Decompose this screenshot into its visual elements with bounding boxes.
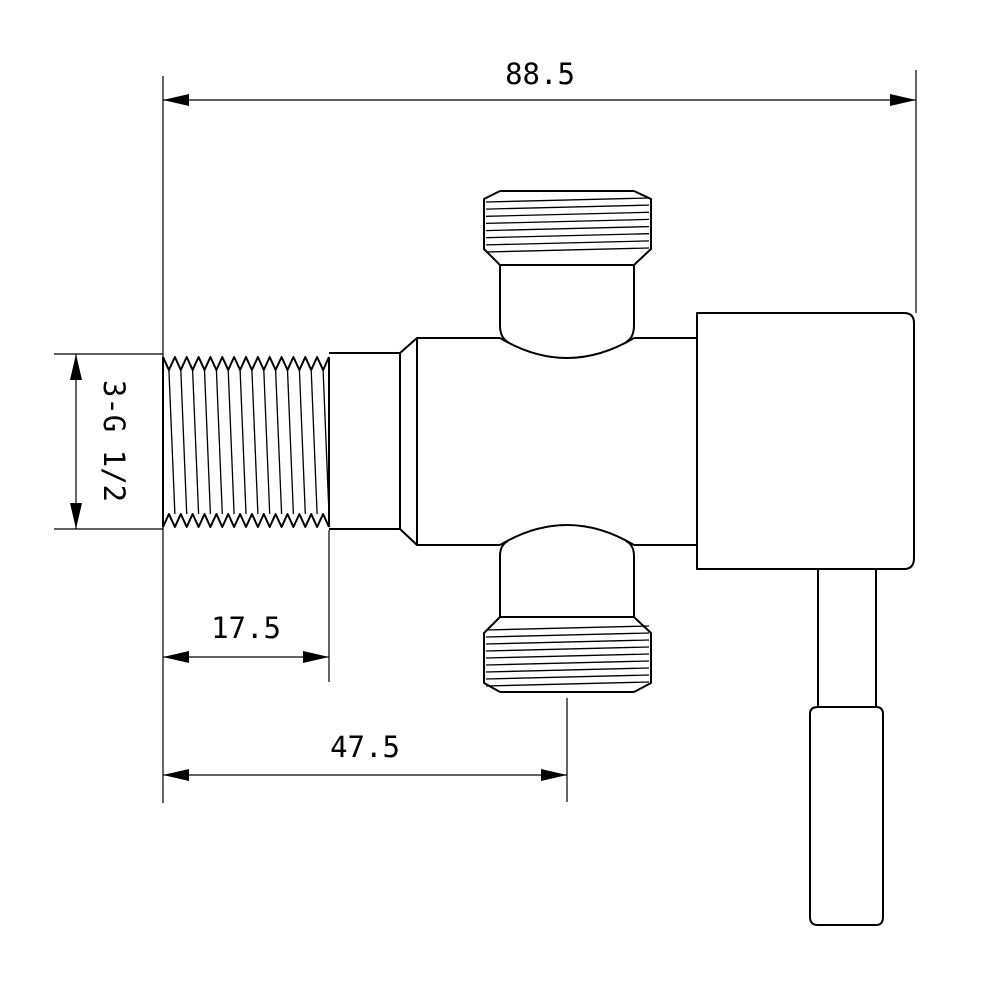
inlet-thread — [162, 356, 330, 528]
dimension-overall-width: 88.5 — [162, 57, 917, 803]
dimension-thread-size: 3-G 1/2 — [54, 353, 163, 530]
bottom-outlet — [483, 540, 652, 693]
dimension-label-thread-size: 3-G 1/2 — [97, 380, 131, 502]
dimension-label-overall: 88.5 — [505, 57, 575, 91]
dimension-label-outlet-offset: 47.5 — [330, 730, 400, 764]
valve-body — [399, 337, 697, 546]
top-outlet — [483, 190, 652, 343]
dimension-outlet-offset: 47.5 — [163, 698, 568, 802]
dimension-thread-length: 17.5 — [163, 530, 330, 682]
handle-housing — [696, 312, 915, 570]
lever-handle — [809, 569, 884, 926]
dimension-label-thread-length: 17.5 — [211, 611, 281, 645]
inlet-neck — [329, 352, 401, 530]
